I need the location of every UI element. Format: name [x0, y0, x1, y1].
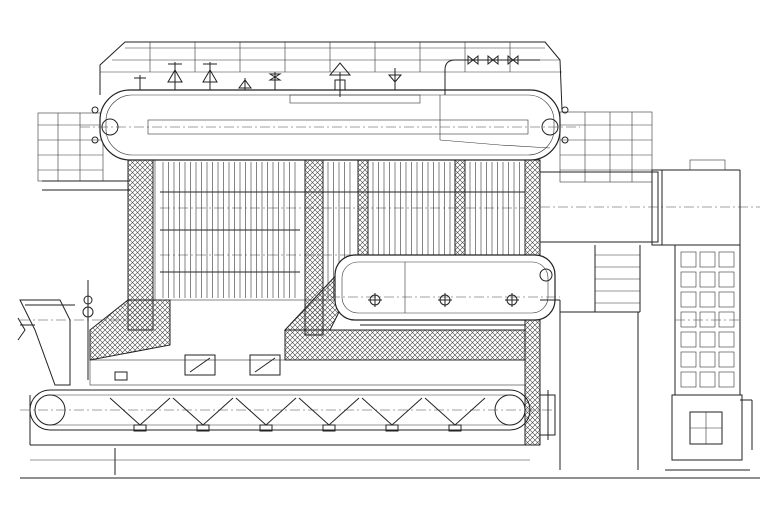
preheater-cell: [718, 291, 735, 308]
safety-valve-1: [167, 62, 183, 90]
combustion-chamber: [89, 354, 526, 386]
preheater-cell: [718, 331, 735, 348]
handhole: [368, 293, 382, 307]
preheater-cell: [699, 331, 716, 348]
grate-hopper: [424, 397, 486, 432]
main-steam-valve: [328, 62, 352, 97]
valve-5: [268, 72, 282, 90]
handhole: [505, 293, 519, 307]
preheater-cell: [680, 351, 697, 368]
preheater-cell: [718, 311, 735, 328]
preheater-cell: [680, 311, 697, 328]
upper-steam-drum: [80, 89, 580, 161]
valve-1: [134, 75, 146, 90]
preheater-cell: [699, 371, 716, 388]
preheater-cell: [718, 351, 735, 368]
grate-hopper: [298, 397, 360, 432]
coal-hopper: [17, 280, 128, 386]
grate-hopper: [235, 397, 297, 432]
preheater-cell: [699, 351, 716, 368]
outlet-flange: [539, 299, 640, 470]
chain-grate: [20, 389, 555, 475]
left-platform: [37, 112, 130, 191]
preheater-cell: [680, 271, 697, 288]
handhole: [438, 293, 452, 307]
preheater-cell: [680, 331, 697, 348]
grate-hopper: [172, 397, 234, 432]
grate-hopper: [361, 397, 423, 432]
preheater-cells: [680, 251, 735, 388]
valve-7: [387, 68, 403, 90]
preheater-cell: [680, 291, 697, 308]
grate-hoppers: [109, 397, 486, 432]
ladder: [594, 245, 641, 312]
air-preheater: [665, 244, 753, 471]
preheater-cell: [699, 311, 716, 328]
valve-4: [238, 78, 252, 90]
preheater-cell: [680, 251, 697, 268]
preheater-cell: [699, 271, 716, 288]
preheater-cell: [699, 251, 716, 268]
grate-hopper: [109, 397, 171, 432]
top-valves: [134, 54, 540, 97]
preheater-cell: [699, 291, 716, 308]
drum-handholes: [368, 293, 519, 307]
right-platform: [559, 111, 653, 183]
flue-duct: [539, 159, 760, 246]
lower-water-drum: [330, 254, 560, 326]
preheater-cell: [718, 371, 735, 388]
safety-valve-2: [202, 62, 218, 90]
preheater-cell: [718, 251, 735, 268]
valve-8-pipe: [444, 54, 540, 95]
preheater-cell: [718, 271, 735, 288]
preheater-cell: [680, 371, 697, 388]
